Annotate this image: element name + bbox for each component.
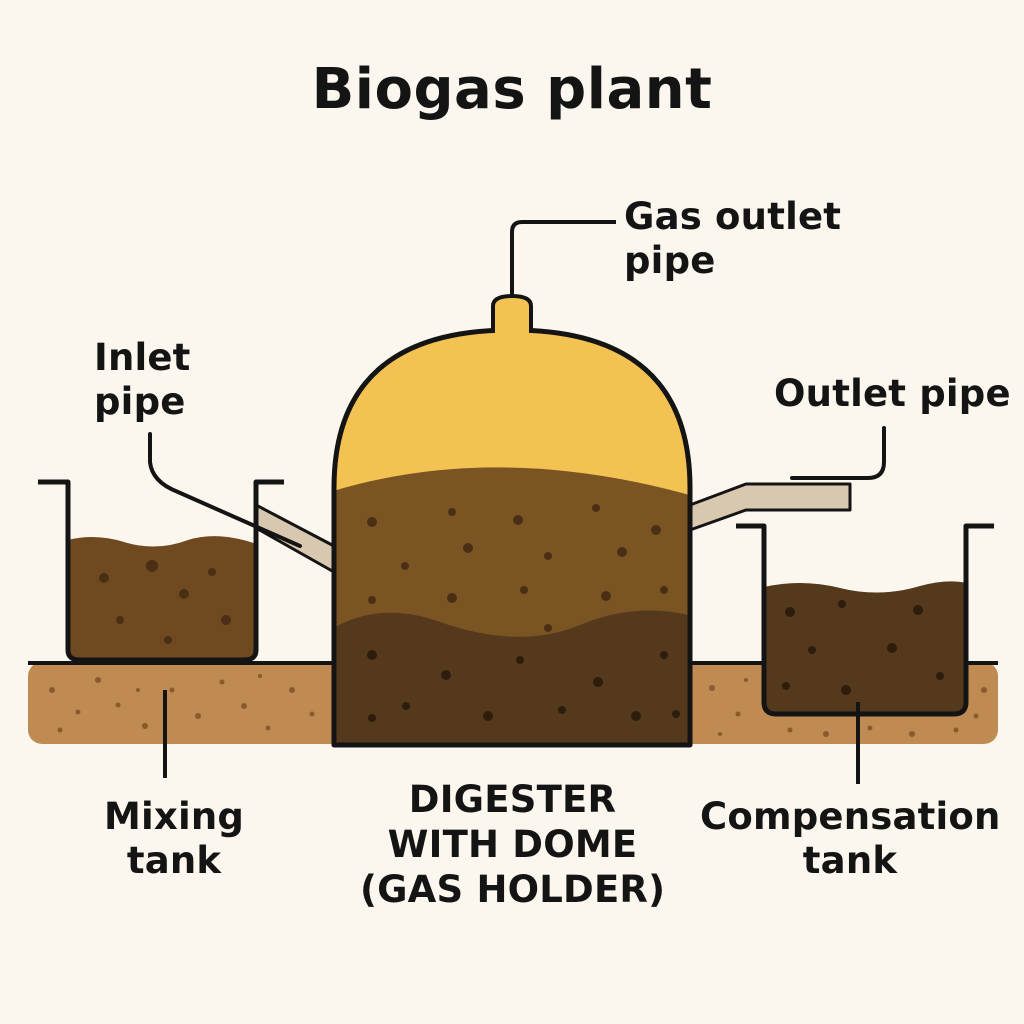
mixing-label-line-2: tank	[126, 839, 222, 883]
compensation-tank	[736, 523, 994, 717]
mixing-tank	[38, 479, 284, 663]
mixing-label-line-1: Mixing	[104, 795, 245, 838]
compensation-tank-label: Compensation tank	[700, 795, 1000, 884]
outlet-pipe-label: Outlet pipe	[774, 372, 1011, 415]
sludge-speckles	[367, 650, 680, 722]
diagram-title: Biogas plant	[311, 57, 713, 122]
outlet-pipe	[688, 482, 852, 532]
gas-outlet-label-line-2: pipe	[624, 239, 716, 283]
gas-outlet-label-line-1: Gas outlet	[624, 195, 842, 238]
compensation-label-line-2: tank	[802, 839, 898, 883]
digester-label: DIGESTER WITH DOME (GAS HOLDER)	[360, 777, 665, 912]
digester-dome	[331, 294, 693, 748]
slurry-speckles	[367, 504, 668, 632]
inlet-pipe-label: Inlet pipe	[94, 336, 191, 425]
inlet-label-line-1: Inlet	[94, 336, 191, 379]
inlet-pipe	[254, 503, 336, 574]
inlet-label-line-2: pipe	[94, 380, 186, 424]
digester-label-line-1: DIGESTER	[408, 778, 617, 821]
outlet-pipe-leader	[790, 426, 886, 480]
digester-label-line-3: (GAS HOLDER)	[360, 868, 666, 912]
ground-speckles	[49, 674, 987, 737]
digester-label-line-2: WITH DOME	[387, 823, 638, 867]
gas-outlet-pipe-label: Gas outlet pipe	[624, 195, 841, 284]
mixing-tank-label: Mixing tank	[104, 795, 244, 884]
gas-outlet-pipe	[510, 220, 616, 296]
compensation-label-line-1: Compensation	[700, 795, 1001, 838]
inlet-pipe-leader	[148, 432, 302, 548]
